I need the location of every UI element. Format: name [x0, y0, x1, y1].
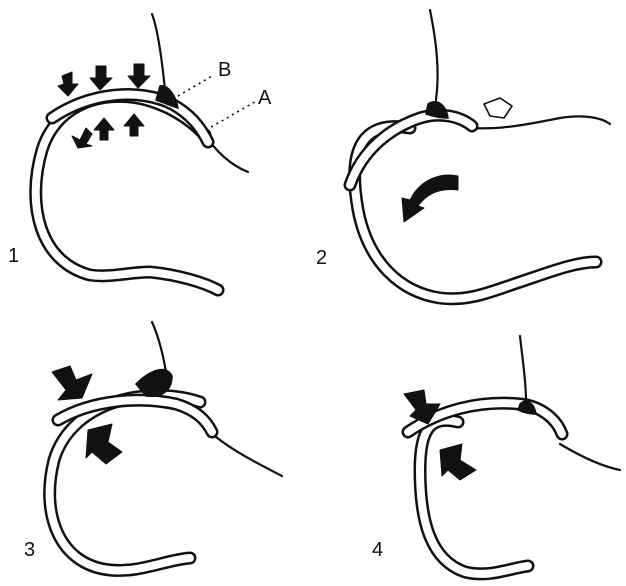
- panel-4-drawing: [404, 336, 620, 574]
- panel-4-number: 4: [372, 540, 383, 560]
- panel-3-number: 3: [24, 540, 35, 560]
- force-arrow: [86, 424, 122, 464]
- panel-2-number: 2: [316, 248, 327, 268]
- compression-arrow: [58, 72, 78, 96]
- compression-arrow: [124, 114, 144, 136]
- label-a: A: [258, 88, 271, 108]
- force-arrow: [52, 366, 92, 400]
- force-arrow: [440, 444, 476, 480]
- compression-arrow: [94, 118, 114, 140]
- panel-1-drawing: [36, 14, 258, 290]
- compression-arrow: [128, 64, 150, 88]
- panel-1-number: 1: [8, 246, 19, 266]
- panel-3-drawing: [50, 322, 282, 570]
- compression-arrow: [90, 66, 112, 90]
- compression-arrow: [72, 128, 92, 148]
- rotation-arrow: [402, 175, 458, 222]
- label-b: B: [218, 60, 231, 80]
- panel-2-drawing: [350, 10, 610, 299]
